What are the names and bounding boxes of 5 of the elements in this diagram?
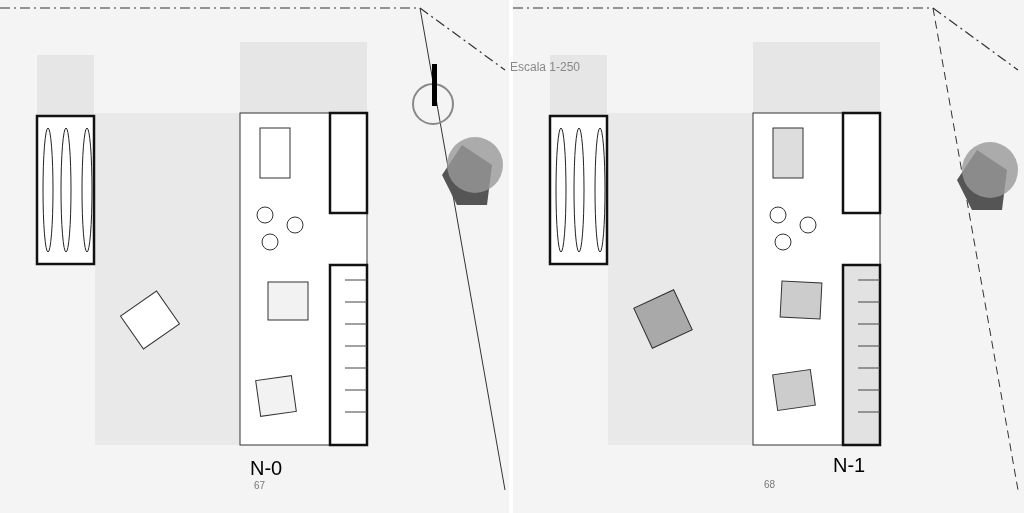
page-number: 67 [254,481,266,491]
level-title: N-1 [833,455,866,475]
page-number: 68 [764,480,776,490]
level-title: N-0 [250,458,283,478]
scale-note: Escala 1-250 [510,61,581,73]
